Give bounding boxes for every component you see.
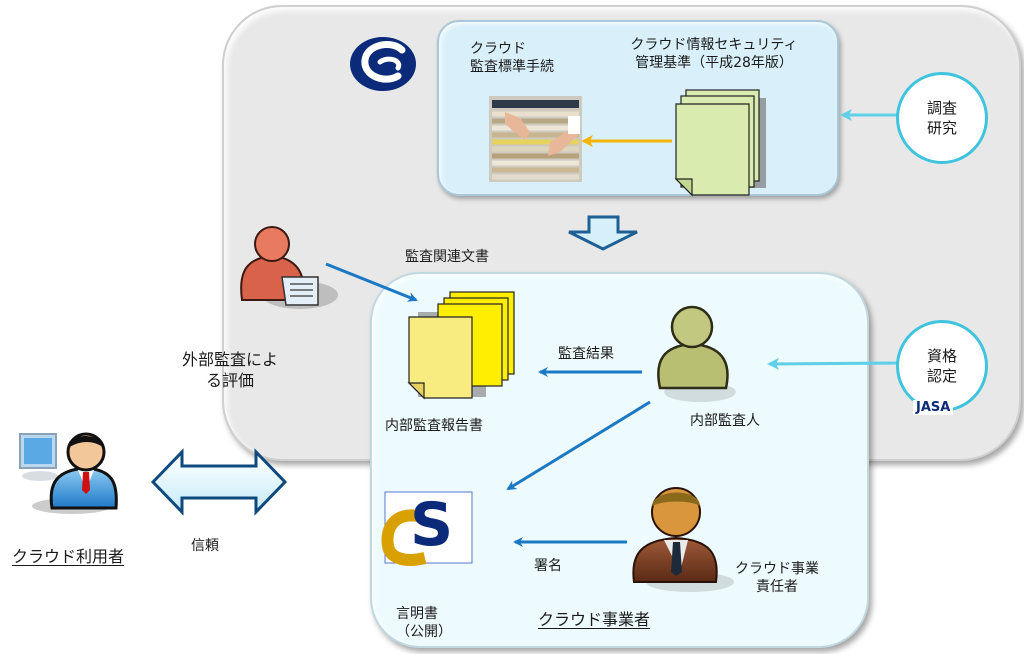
cloud-user-icon xyxy=(19,432,118,514)
signature-label: 署名 xyxy=(534,558,562,574)
cloud-user-label: クラウド利用者 xyxy=(12,547,125,566)
audit-documents-label: 監査関連文書 xyxy=(405,249,489,265)
external-audit-label: 外部監査によ る評価 xyxy=(181,350,278,390)
external-auditor-icon xyxy=(240,226,338,309)
audit-report-stack-icon xyxy=(407,291,515,400)
down-arrow-icon xyxy=(568,215,638,251)
internal-auditor-label: 内部監査人 xyxy=(690,413,760,429)
internal-report-label: 内部監査報告書 xyxy=(385,418,483,434)
documents-arrow xyxy=(325,262,418,302)
svg-text:S: S xyxy=(410,490,453,560)
trust-label: 信頼 xyxy=(191,538,219,554)
standard-label: クラウド情報セキュリティ 管理基準（平成28年版） xyxy=(630,37,798,71)
cs-statement-logo-icon: S xyxy=(381,490,473,566)
cloud-operator-label: クラウド事業者 xyxy=(538,610,651,629)
trust-double-arrow-icon xyxy=(150,448,288,516)
cs-logo-circle-icon xyxy=(350,37,416,91)
cloud-responsible-label: クラウド事業 責任者 xyxy=(735,561,819,595)
standards-document-stack-icon xyxy=(674,89,766,197)
audit-result-label: 監査結果 xyxy=(558,346,614,362)
statement-label: 言明書 （公開） xyxy=(396,606,452,640)
statement-arrow xyxy=(506,400,651,491)
cloud-responsible-icon xyxy=(632,487,734,592)
internal-auditor-icon xyxy=(657,305,736,402)
certification-arrow xyxy=(767,357,899,370)
file-cabinet-photo-icon xyxy=(489,96,582,182)
jasa-logo: JASA xyxy=(913,400,954,415)
certification-circle: 資格 認定 xyxy=(896,320,988,412)
research-circle: 調査 研究 xyxy=(896,72,988,164)
procedure-label: クラウド 監査標準手続 xyxy=(470,41,554,75)
